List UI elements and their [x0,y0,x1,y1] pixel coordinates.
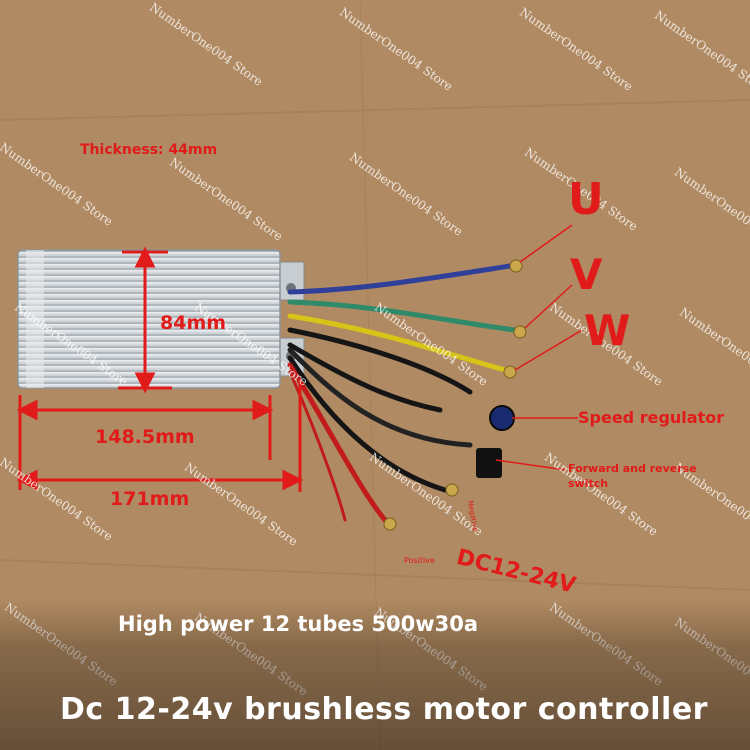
product-title-caption: Dc 12-24v brushless motor controller [60,692,708,727]
speed-regulator-knob [489,405,515,431]
reverse-switch [476,448,502,478]
phase-v-label: V [570,250,603,299]
callout-lines [495,224,583,471]
height-dimension-label: 84mm [160,312,227,334]
phase-w-label: W [584,306,631,355]
ring-terminals [383,259,527,531]
dimension-lines [16,246,304,492]
caption-shade [0,600,750,750]
wire-bundle [287,263,518,523]
power-spec-caption: High power 12 tubes 500w30a [118,612,479,636]
inner-length-dimension-label: 148.5mm [95,426,195,448]
outer-length-dimension-label: 171mm [110,488,190,510]
phase-u-label: U [568,174,604,225]
positive-label: Positive [404,556,435,565]
controller-housing [17,249,281,389]
speed-regulator-label: Speed regulator [578,408,725,427]
reverse-switch-label: Forward and reverse [568,462,697,475]
thickness-label: Thickness: 44mm [80,142,218,158]
reverse-switch-label-line2: switch [568,477,609,490]
